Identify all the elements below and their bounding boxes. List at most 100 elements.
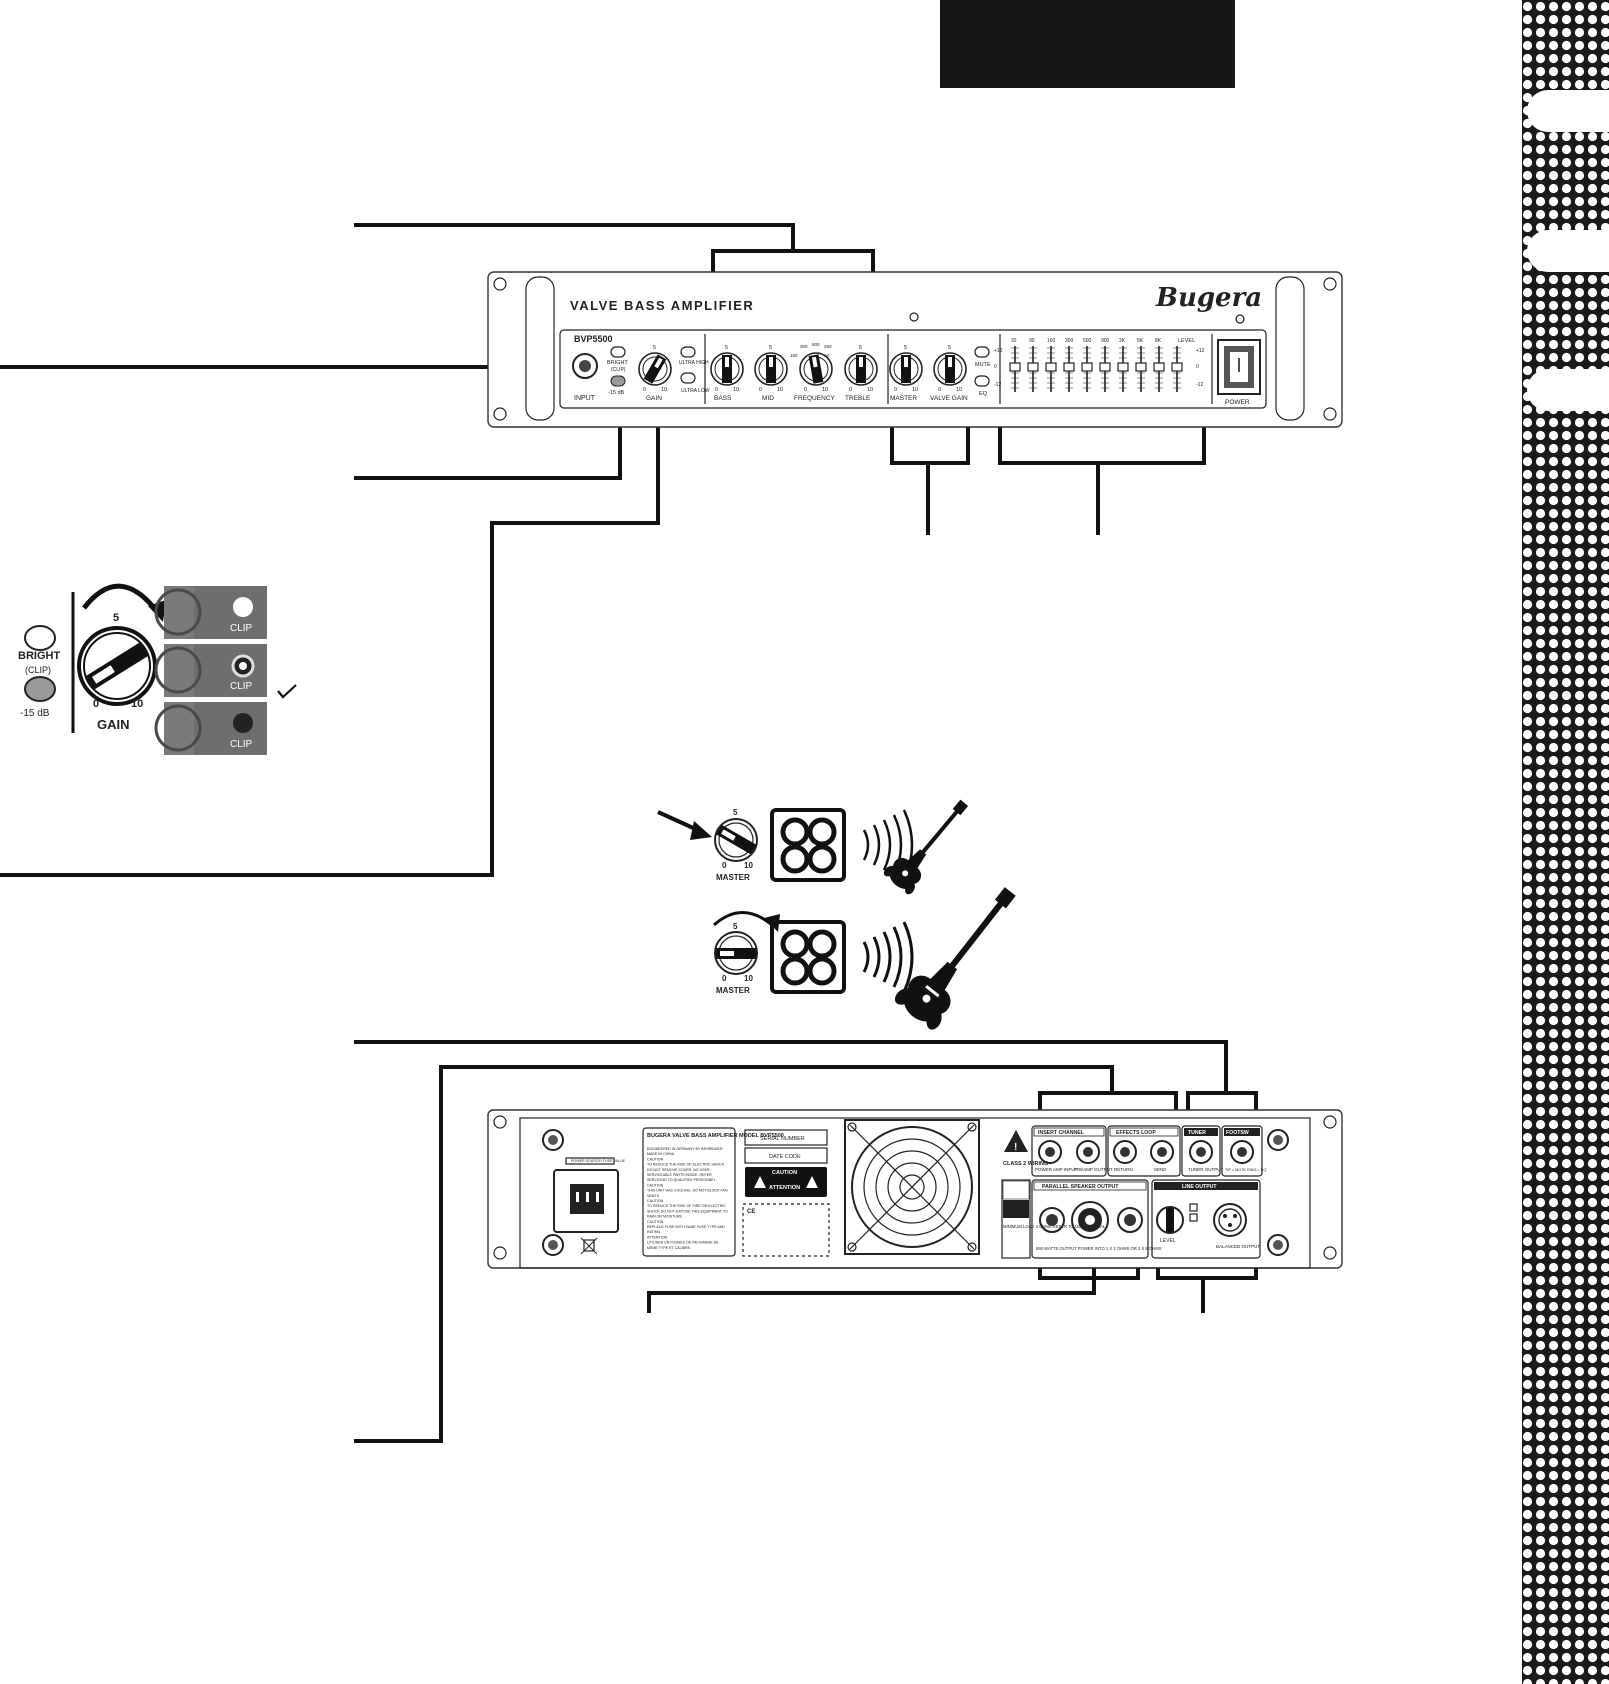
eq-band-label: 5K (1137, 338, 1144, 344)
eq-switch[interactable] (974, 375, 990, 387)
date-code-label: DATE CODE (769, 1154, 801, 1160)
rear-label-line: UTILISER UN FUSIBLE DE RECHANGE DE (647, 1241, 719, 1245)
speaker-cabinet-icon (770, 808, 846, 882)
master-demo-high: 5 0 10 MASTER (713, 887, 1016, 1030)
detail-gain-label: GAIN (97, 717, 130, 732)
ground-lift-switch[interactable] (1189, 1203, 1198, 1212)
section-tab-2[interactable] (1527, 230, 1609, 272)
master-knob-scale-mid: 5 (904, 345, 907, 351)
warning-triangle-icon: ! (1004, 1130, 1028, 1153)
send-jack[interactable] (1150, 1140, 1174, 1164)
section-tab-1[interactable] (1527, 90, 1609, 132)
line-mode-switch[interactable] (1189, 1213, 1198, 1222)
clip-on-panel: CLIP (154, 702, 267, 755)
section-tab-3[interactable] (1527, 369, 1609, 411)
detail-scale-min: 0 (93, 698, 99, 710)
detail-gain-knob (77, 626, 157, 706)
eq-scale-right: -12 (1196, 382, 1203, 388)
caution-text: CAUTION (772, 1170, 797, 1176)
speaker-jack-left[interactable] (1039, 1207, 1065, 1233)
eq-band-label: 32 (1011, 338, 1017, 344)
tuner-output-jack[interactable] (1189, 1140, 1213, 1164)
footsw-label: FOOTSW (1226, 1130, 1249, 1136)
eq-band-slider[interactable]: 32 (1009, 338, 1021, 392)
mute-switch[interactable] (974, 346, 990, 358)
eq-band-slider[interactable]: 300 (1063, 338, 1075, 392)
master-demo-low-min: 0 (722, 861, 727, 870)
rear-label-line: TO REDUCE THE RISK OF FIRE OR ELECTRIC (647, 1204, 726, 1208)
valve-gain-knob-scale-min: 0 (938, 387, 941, 393)
line-level-label: LEVEL (1160, 1238, 1176, 1244)
rear-panel: POWER SOURCE/ FUSE VALUE BUGERA VALVE BA… (487, 1109, 1343, 1269)
eq-level-label: LEVEL (1178, 338, 1195, 344)
line-level-knob[interactable] (1156, 1206, 1184, 1234)
clip-label-1: CLIP (230, 623, 253, 634)
bright-switch[interactable] (610, 346, 626, 358)
mid-label: MID (762, 395, 774, 402)
eq-band-slider[interactable]: 160 (1045, 338, 1057, 392)
power-switch[interactable] (1217, 339, 1261, 395)
eq-scale-left: -12 (994, 382, 1001, 388)
rear-label-line: CAUTION (647, 1199, 664, 1203)
gain-knob-scale-max: 10 (661, 387, 667, 393)
rear-info-label (642, 1127, 736, 1257)
rear-label-line: SERVICING TO QUALIFIED PERSONNEL. (647, 1178, 717, 1182)
rear-label-line: VENTS. (647, 1194, 660, 1198)
return-jack[interactable] (1113, 1140, 1137, 1164)
eq-band-slider[interactable]: 5K (1135, 338, 1147, 392)
master-label: MASTER (890, 395, 917, 402)
effects-loop-label: EFFECTS LOOP (1116, 1130, 1156, 1136)
footswitch-jack[interactable] (1230, 1140, 1254, 1164)
master-demo-high-label: MASTER (716, 986, 750, 995)
speaker-power-label: 550 WATTS OUTPUT POWER INTO 1 X 4 OHMS O… (1036, 1246, 1162, 1251)
master-volume-demo: 5 0 10 MASTER (657, 799, 1016, 1030)
eq-band-slider[interactable]: 900 (1099, 338, 1111, 392)
guitar-icon-large (895, 887, 1016, 1030)
ultra-high-switch[interactable] (680, 346, 696, 358)
parallel-speaker-label: PARALLEL SPEAKER OUTPUT (1042, 1184, 1119, 1190)
speaker-jack-right[interactable] (1117, 1207, 1143, 1233)
detail-clip-label: (CLIP) (25, 665, 51, 675)
eq-switch-label: EQ (979, 391, 988, 397)
brand-logo: Bugera (1155, 283, 1262, 313)
eq-band-slider[interactable]: 8K (1153, 338, 1165, 392)
clip-led-off (233, 597, 253, 617)
clip-label-2: CLIP (230, 681, 253, 692)
eq-scale-left: +12 (994, 348, 1003, 354)
xlr-balanced-output[interactable] (1213, 1203, 1247, 1237)
attention-text: ATTENTION (769, 1185, 800, 1191)
eq-level-slider[interactable] (1171, 346, 1183, 392)
treble-knob-scale-max: 10 (867, 387, 873, 393)
power-amp-input-jack[interactable] (1038, 1140, 1062, 1164)
preamp-output-jack[interactable] (1076, 1140, 1100, 1164)
rear-label-line: RATING. (647, 1230, 661, 1234)
detail-scale-mid: 5 (113, 612, 119, 624)
speakon-connector[interactable] (1071, 1201, 1109, 1239)
detail-scale-max: 10 (131, 698, 143, 710)
preamp-output-label: PREAMP OUTPUT (1074, 1167, 1113, 1172)
clip-led-on (233, 713, 253, 733)
eq-band-label: 300 (1065, 338, 1074, 344)
ultra-low-switch[interactable] (680, 372, 696, 384)
eq-band-slider[interactable]: 500 (1081, 338, 1093, 392)
iec-power-socket[interactable] (553, 1169, 619, 1233)
pad-switch[interactable] (610, 375, 626, 387)
guitar-icon-small (883, 799, 969, 895)
gain-detail-illustration: BRIGHT (CLIP) -15 dB 5 0 10 GAIN CLIP (18, 583, 297, 755)
input-jack[interactable] (572, 353, 598, 379)
detail-pad-label: -15 dB (20, 708, 50, 719)
front-panel: VALVE BASS AMPLIFIER Bugera BVP5500 INPU… (487, 271, 1343, 428)
eq-band-slider[interactable]: 2K (1117, 338, 1129, 392)
bass-knob-scale-min: 0 (715, 387, 718, 393)
eq-band-slider[interactable]: 90 (1027, 338, 1039, 392)
rear-label-line: CAUTION (647, 1183, 664, 1187)
